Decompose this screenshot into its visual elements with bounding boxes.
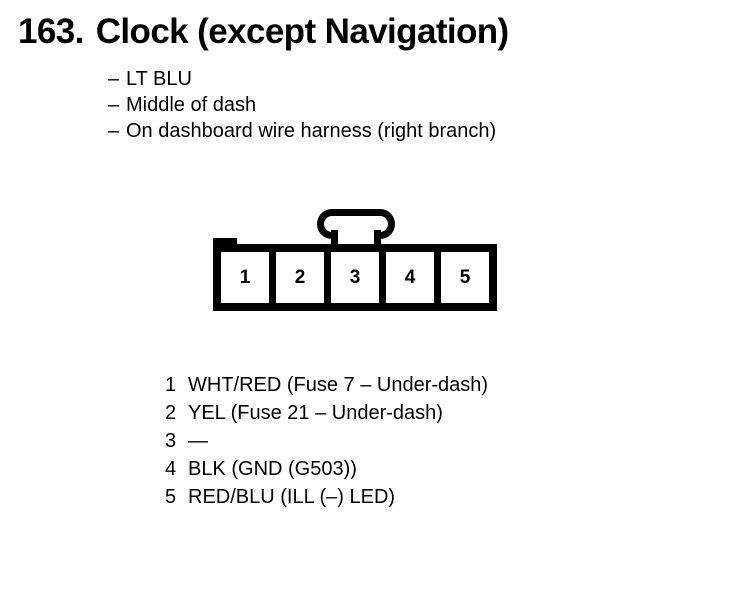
pin-legend-row: 1 WHT/RED (Fuse 7 – Under-dash)	[165, 371, 685, 399]
note-text: Middle of dash	[126, 94, 257, 116]
note-item: – LT BLU	[108, 66, 708, 92]
connector-pin-label: 5	[459, 267, 471, 288]
pin-legend-number: 2	[165, 402, 177, 424]
connector-pin-cell: 4	[386, 252, 441, 303]
notes-list: – LT BLU – Middle of dash – On dashboard…	[108, 66, 708, 144]
connector-pin-cell: 3	[331, 252, 386, 303]
pin-legend-number: 5	[165, 486, 177, 508]
pin-legend-number: 4	[165, 458, 177, 480]
connector-pin-cell: 1	[221, 252, 276, 303]
connector-pin-label: 3	[349, 267, 361, 288]
connector-pin-label: 1	[239, 267, 251, 288]
page-title-number: 163.	[18, 12, 84, 51]
connector-pin-cell: 5	[441, 252, 489, 303]
pin-legend-row: 2 YEL (Fuse 21 – Under-dash)	[165, 399, 685, 427]
note-text: On dashboard wire harness (right branch)	[126, 120, 497, 142]
connector-pin-cell: 2	[276, 252, 331, 303]
pin-legend-number: 1	[165, 374, 177, 396]
pin-legend-text: —	[188, 430, 208, 452]
connector-pin-label: 2	[294, 267, 306, 288]
note-item: – Middle of dash	[108, 92, 708, 118]
pin-legend-text: WHT/RED (Fuse 7 – Under-dash)	[188, 374, 489, 396]
pin-legend-text: RED/BLU (ILL (–) LED)	[188, 486, 396, 508]
pin-legend-row: 5 RED/BLU (ILL (–) LED)	[165, 483, 685, 511]
connector-diagram: 1 2 3 4 5	[205, 200, 505, 320]
pin-legend-list: 1 WHT/RED (Fuse 7 – Under-dash) 2 YEL (F…	[165, 371, 685, 511]
pin-legend-row: 4 BLK (GND (G503))	[165, 455, 685, 483]
note-item: – On dashboard wire harness (right branc…	[108, 118, 708, 144]
note-dash-icon: –	[108, 94, 120, 116]
latch-neck-left	[331, 230, 338, 248]
note-dash-icon: –	[108, 68, 120, 90]
page-title-text: Clock (except Navigation)	[95, 12, 509, 51]
header-block: 163. Clock (except Navigation)	[18, 12, 718, 52]
note-text: LT BLU	[126, 68, 192, 90]
connector-pin-label: 4	[404, 267, 416, 288]
page-title: 163. Clock (except Navigation)	[18, 12, 718, 52]
pin-legend-number: 3	[165, 430, 177, 452]
pin-legend-text: BLK (GND (G503))	[188, 458, 357, 480]
note-dash-icon: –	[108, 120, 120, 142]
pin-legend-row: 3 —	[165, 427, 685, 455]
latch-neck-right	[374, 230, 381, 248]
connector-body: 1 2 3 4 5	[213, 244, 497, 311]
latch-mouth-mask	[338, 228, 374, 242]
pin-legend-text: YEL (Fuse 21 – Under-dash)	[188, 402, 443, 424]
